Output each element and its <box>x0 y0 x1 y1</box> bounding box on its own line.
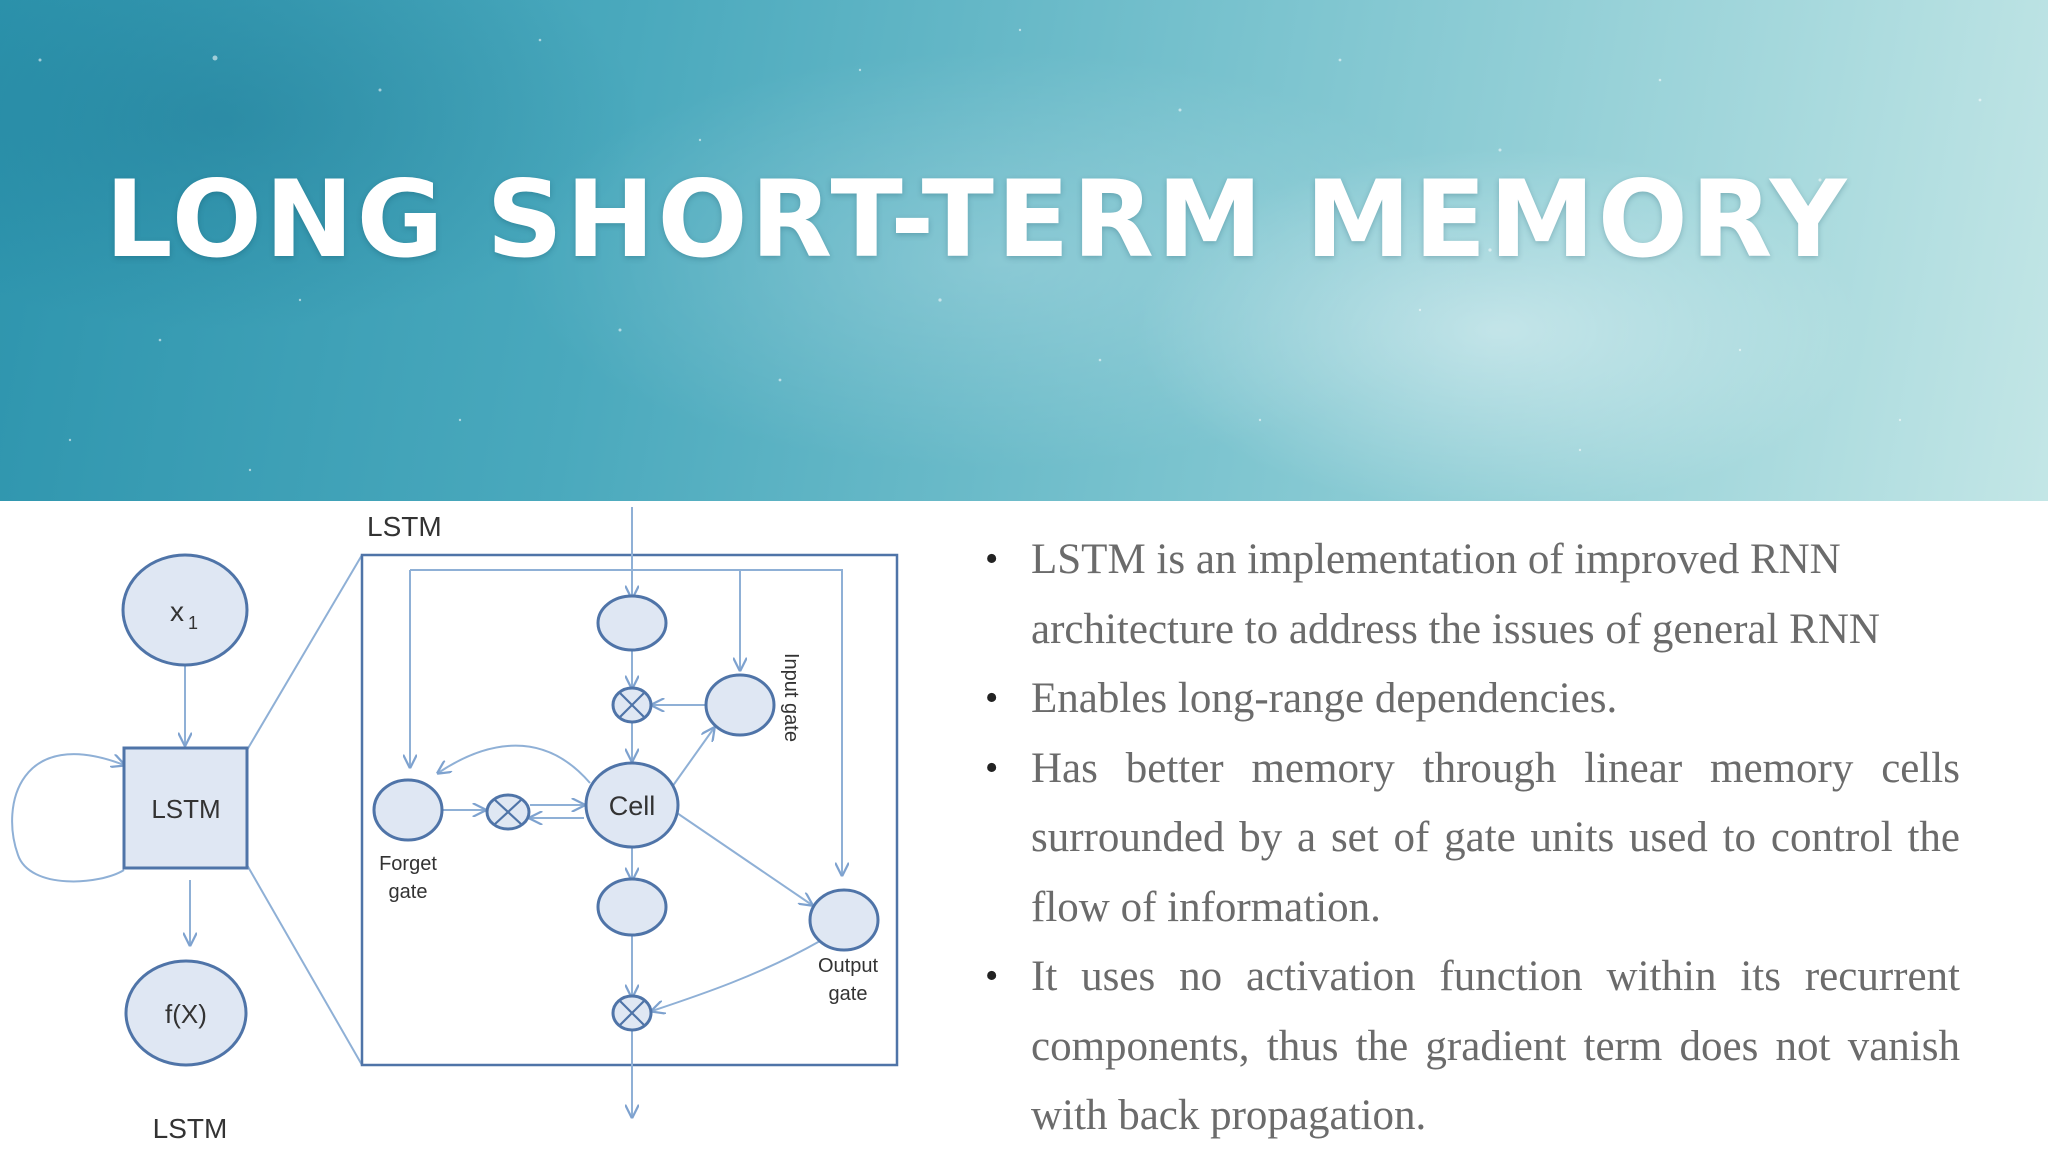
lstm-box-label: LSTM <box>367 511 442 542</box>
lstm-expanded-box <box>360 553 899 1067</box>
slide-title: LONG SHORT-TERM MEMORY <box>105 158 1850 281</box>
diagram-caption: LSTM <box>153 1113 228 1144</box>
forget-gate-label: Forget <box>379 853 437 875</box>
output-gate-label-2: gate <box>829 983 868 1005</box>
cell-node <box>584 761 680 849</box>
input-gate-label: Input gate <box>780 653 802 742</box>
svg-text:f(X): f(X) <box>165 999 207 1029</box>
bullet-list: LSTM is an implementation of improved RN… <box>985 525 1960 1151</box>
gate-node-bottom <box>596 877 668 937</box>
bullet-item: LSTM is an implementation of improved RN… <box>985 525 1960 664</box>
forget-gate-node <box>372 778 444 842</box>
output-gate-node <box>808 888 880 952</box>
node-lstm: LSTM <box>122 746 249 870</box>
node-x1: x 1 <box>121 553 249 667</box>
svg-text:LSTM: LSTM <box>151 794 220 824</box>
svg-text:1: 1 <box>188 613 198 633</box>
lstm-diagram: x 1 LSTM f(X) LSTM LSTM <box>11 507 899 1144</box>
cell-label: Cell <box>609 791 656 821</box>
starfield-texture <box>38 28 1982 472</box>
node-fx: f(X) <box>124 959 248 1067</box>
forget-gate-label-2: gate <box>389 881 428 903</box>
input-gate-node <box>704 673 776 737</box>
output-gate-label: Output <box>818 955 878 977</box>
svg-text:x: x <box>170 596 184 627</box>
header-banner: LONG SHORT-TERM MEMORY <box>0 0 2048 501</box>
bullet-item: Enables long-range dependencies. <box>985 664 1960 734</box>
bullet-item: It uses no activation function within it… <box>985 942 1960 1151</box>
gate-node-top <box>596 594 668 652</box>
bullet-item: Has better memory through linear memory … <box>985 734 1960 943</box>
